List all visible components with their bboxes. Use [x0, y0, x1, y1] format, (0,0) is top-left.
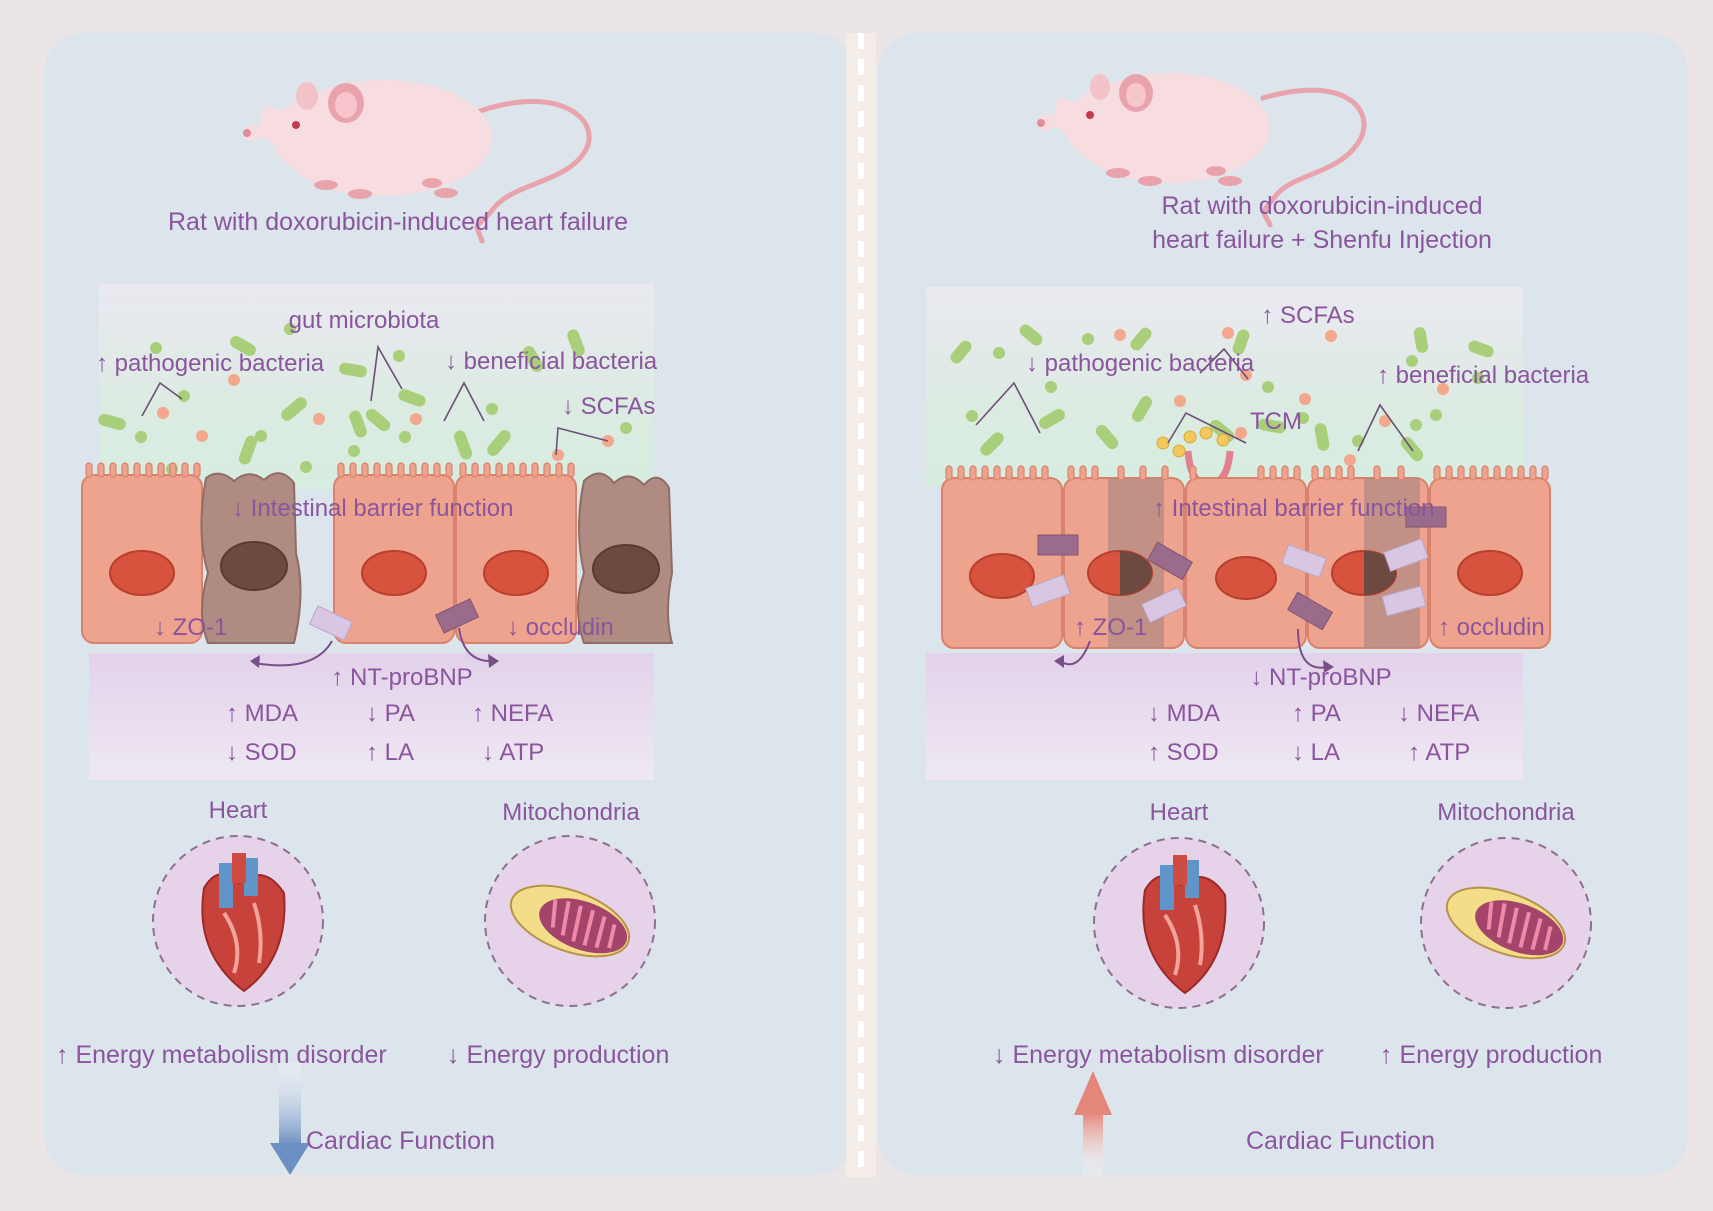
mitochondria-illustration — [484, 835, 656, 1007]
label-atp: ↓ ATP — [482, 739, 545, 766]
annotation-lines — [141, 344, 609, 456]
label-intestinal-barrier: ↓ Intestinal barrier function — [232, 495, 514, 522]
zo1-protein — [308, 605, 354, 641]
label-ntprobnp: ↑ NT-proBNP — [331, 664, 473, 691]
cardiac-function-up-arrow — [1074, 1071, 1112, 1175]
panel-title: Rat with doxorubicin-induced heart failu… — [168, 208, 628, 236]
cell-recovering — [1063, 477, 1185, 649]
label-sod: ↑ SOD — [1148, 739, 1219, 766]
label-atp: ↑ ATP — [1408, 739, 1471, 766]
cell-damaged — [577, 472, 674, 644]
label-beneficial-bacteria: ↑ beneficial bacteria — [1377, 362, 1590, 389]
cell-damaged — [200, 472, 302, 644]
label-heart: Heart — [208, 797, 268, 824]
cell-healthy — [81, 474, 203, 644]
panel-heart-failure: Rat with doxorubicin-induced heart failu… — [44, 33, 854, 1175]
annotation-lines — [975, 347, 1414, 452]
label-occludin: ↓ occludin — [507, 614, 614, 641]
label-cardiac-function: Cardiac Function — [1246, 1127, 1435, 1155]
cardiac-function-down-arrow — [270, 1063, 310, 1175]
cell-healthy — [333, 474, 455, 644]
label-energy-production: ↑ Energy production — [1380, 1041, 1603, 1069]
panel-shenfu-injection: Rat with doxorubicin-induced heart failu… — [878, 33, 1688, 1175]
label-pathogenic-bacteria: ↑ pathogenic bacteria — [96, 350, 325, 377]
heart-illustration — [152, 835, 324, 1007]
label-scfas: ↑ SCFAs — [1261, 302, 1355, 329]
label-ntprobnp: ↓ NT-proBNP — [1250, 664, 1392, 691]
cell-healthy — [1429, 477, 1551, 649]
label-mitochondria: Mitochondria — [502, 799, 640, 826]
epithelium — [941, 465, 1551, 673]
label-nefa: ↑ NEFA — [472, 700, 554, 727]
blood-compartment — [89, 653, 654, 780]
gut-bacteria — [950, 324, 1494, 466]
label-occludin: ↑ occludin — [1438, 614, 1545, 641]
label-heart: Heart — [1149, 799, 1209, 826]
rat-illustration — [1037, 73, 1367, 228]
label-zo1: ↑ ZO-1 — [1074, 614, 1148, 641]
panel-title-line2: heart failure + Shenfu Injection — [1152, 226, 1492, 254]
label-gut-microbiota: gut microbiota — [288, 307, 440, 334]
occludin-protein — [434, 598, 480, 634]
heart-illustration — [1093, 837, 1265, 1009]
label-cardiac-function: Cardiac Function — [306, 1127, 495, 1155]
label-nefa: ↓ NEFA — [1398, 700, 1480, 727]
label-pa: ↓ PA — [366, 700, 415, 727]
label-energy-metabolism: ↓ Energy metabolism disorder — [993, 1041, 1324, 1069]
panel-divider — [846, 33, 876, 1177]
gut-bacteria — [98, 323, 632, 475]
label-energy-production: ↓ Energy production — [447, 1041, 670, 1069]
rat-illustration — [243, 80, 592, 244]
label-intestinal-barrier: ↑ Intestinal barrier function — [1153, 495, 1435, 522]
label-sod: ↓ SOD — [226, 739, 297, 766]
label-energy-metabolism: ↑ Energy metabolism disorder — [56, 1041, 387, 1069]
label-beneficial-bacteria: ↓ beneficial bacteria — [445, 348, 658, 375]
label-pa: ↑ PA — [1292, 700, 1341, 727]
label-tcm: TCM — [1250, 408, 1302, 435]
label-la: ↓ LA — [1292, 739, 1341, 766]
label-mitochondria: Mitochondria — [1437, 799, 1575, 826]
panel-title-line1: Rat with doxorubicin-induced — [1161, 192, 1483, 220]
gut-lumen — [926, 287, 1523, 487]
cell-healthy — [455, 474, 577, 644]
label-pathogenic-bacteria: ↓ pathogenic bacteria — [1026, 350, 1255, 377]
label-la: ↑ LA — [366, 739, 415, 766]
label-zo1: ↓ ZO-1 — [154, 614, 228, 641]
epithelium — [81, 462, 674, 668]
panel-illustration — [926, 73, 1592, 1175]
blood-compartment — [926, 653, 1523, 780]
panel-illustration — [81, 80, 674, 1175]
label-scfas: ↓ SCFAs — [562, 393, 656, 420]
mitochondria-illustration — [1420, 837, 1592, 1009]
cell-healthy — [941, 477, 1063, 649]
label-mda: ↑ MDA — [226, 700, 298, 727]
label-mda: ↓ MDA — [1148, 700, 1220, 727]
cell-healthy — [1185, 477, 1307, 649]
